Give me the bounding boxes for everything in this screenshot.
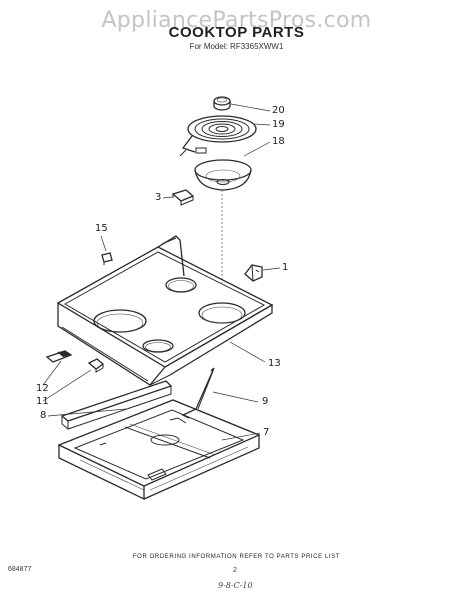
part-19-surface-element xyxy=(179,115,257,157)
part-7-burner-box xyxy=(57,399,261,501)
document-number: 684877 xyxy=(8,566,32,573)
callout-15: 15 xyxy=(95,223,108,234)
ordering-note: FOR ORDERING INFORMATION REFER TO PARTS … xyxy=(132,554,341,560)
model-subtitle: For Model: RF3365XWW1 xyxy=(189,42,284,51)
leader-line-19 xyxy=(253,123,271,126)
leader-line-7 xyxy=(221,432,261,441)
callout-9: 9 xyxy=(262,396,269,407)
leader-line-1 xyxy=(262,267,281,271)
leader-line-11 xyxy=(42,369,92,402)
part-12-bracket xyxy=(45,350,73,363)
page-title: COOKTOP PARTS xyxy=(168,24,305,41)
callout-11: 11 xyxy=(36,396,49,407)
part-1-end-cap xyxy=(244,264,263,282)
callout-18: 18 xyxy=(272,136,285,147)
leader-line-3 xyxy=(162,196,173,199)
part-18-drip-bowl xyxy=(194,159,252,191)
leader-line-18 xyxy=(243,141,271,157)
callout-19: 19 xyxy=(272,119,285,130)
callout-7: 7 xyxy=(263,427,270,438)
part-13-cooktop xyxy=(56,235,274,386)
watermark: AppliancePartsPros.com xyxy=(101,8,372,33)
part-8-front-strip xyxy=(60,380,173,430)
leader-line-20 xyxy=(230,103,271,112)
part-3-receptacle xyxy=(171,189,195,206)
leader-line-9 xyxy=(212,391,259,403)
callout-13: 13 xyxy=(268,358,281,369)
handwritten-note: 9-8-C-10 xyxy=(218,581,253,590)
leader-line-8 xyxy=(47,408,127,417)
callout-1: 1 xyxy=(282,262,289,273)
callout-20: 20 xyxy=(272,105,285,116)
leader-line-12 xyxy=(42,360,62,386)
part-11-clip xyxy=(87,358,105,373)
part-20-cap xyxy=(213,96,231,111)
leader-line-15 xyxy=(100,235,107,252)
leader-line-13 xyxy=(229,341,266,363)
callout-12: 12 xyxy=(36,383,49,394)
part-15-clip xyxy=(101,252,113,265)
page-number: 2 xyxy=(233,567,237,574)
callout-3: 3 xyxy=(155,192,162,203)
callout-8: 8 xyxy=(40,410,47,421)
